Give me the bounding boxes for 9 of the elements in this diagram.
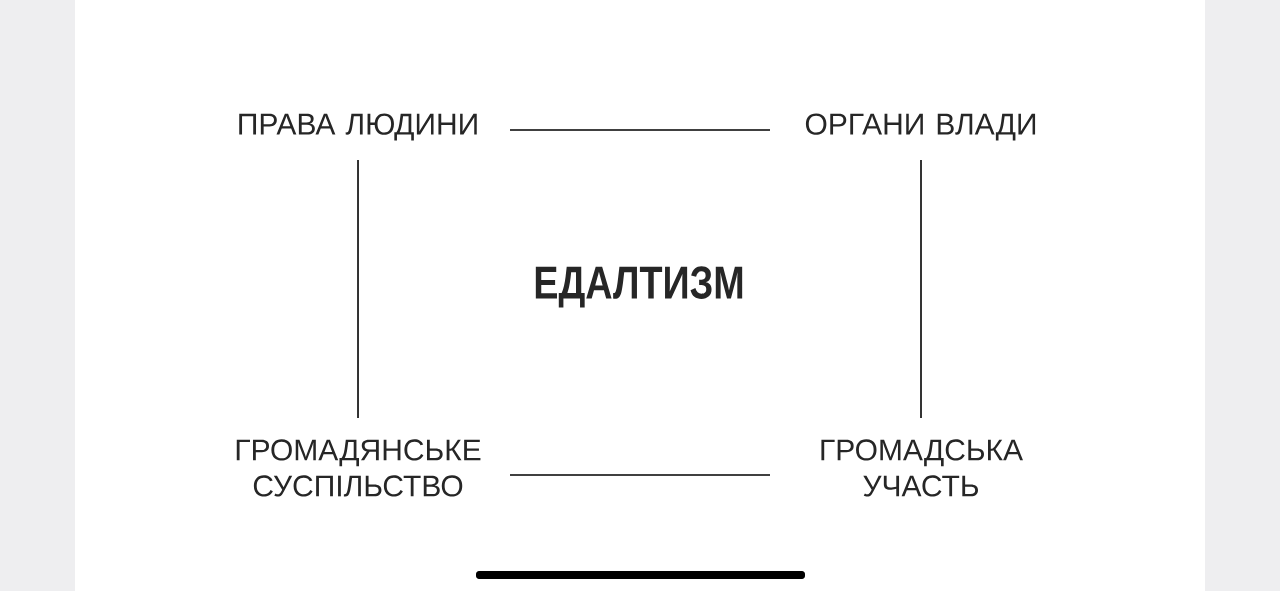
connector-line (509, 129, 771, 131)
node-label: ГРОМАДСЬКА УЧАСТЬ (821, 439, 1023, 497)
connector-line (920, 159, 922, 419)
node-label: ГРОМАДЯНСЬКЕ СУСПІЛЬСТВО (236, 439, 481, 497)
title: ЕДАЛТИЗМ (535, 266, 743, 308)
connector-line (509, 474, 771, 476)
node-label: ПРАВА ЛЮДИНИ (239, 113, 477, 141)
connector-line (357, 159, 359, 419)
node-label: ОРГАНИ ВЛАДИ (805, 113, 1036, 141)
